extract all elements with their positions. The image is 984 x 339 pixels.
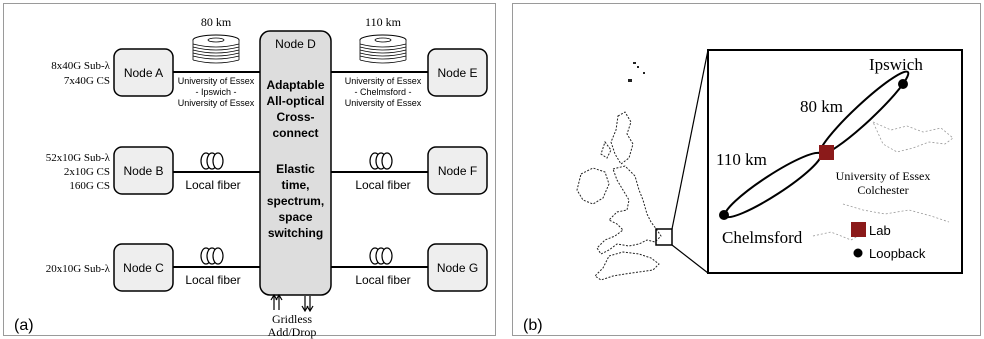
essex-label: University of Essex — [836, 169, 931, 183]
panel-a-label: (a) — [14, 317, 34, 334]
map-legend: Lab Loopback — [851, 222, 926, 261]
traffic-label: 160G CS — [69, 180, 110, 192]
traffic-label: 20x10G Sub-λ — [46, 263, 111, 275]
loopback-chelmsford — [719, 210, 729, 220]
node-a-label: Node A — [124, 66, 163, 80]
node-g-label: Node G — [437, 261, 478, 275]
traffic-label: 7x40G CS — [64, 75, 110, 87]
dist-110-label: 110 km — [716, 150, 767, 169]
route-line: University of Essex — [345, 76, 422, 86]
node-d-desc-line: connect — [272, 126, 318, 140]
node-e — [427, 48, 488, 97]
local-fiber-label: Local fiber — [355, 273, 410, 287]
fiber-spool-110km: 110 km University of Essex - Chelmsford … — [345, 15, 422, 108]
spool-distance: 110 km — [365, 15, 402, 29]
node-d-desc-line: Cross- — [276, 110, 314, 124]
dist-80-label: 80 km — [800, 97, 843, 116]
local-fiber-label: Local fiber — [185, 178, 240, 192]
panel-a-network-diagram: Node A Node B Node C Node D Adaptable Al… — [3, 3, 496, 339]
node-b — [113, 146, 174, 195]
node-d-desc-line: All-optical — [266, 94, 324, 108]
node-g — [427, 243, 488, 292]
node-d — [259, 30, 332, 296]
add-drop-label: Gridless Add/Drop — [268, 312, 317, 339]
node-b-label: Node B — [123, 164, 163, 178]
local-fiber-labels: Local fiber Local fiber Local fiber Loca… — [185, 178, 410, 287]
node-d-desc-line: switching — [268, 226, 323, 240]
node-d-desc-line: spectrum, — [267, 194, 324, 208]
fiber-links — [173, 71, 428, 268]
route-line: University of Essex — [178, 76, 255, 86]
fiber-coil-icon — [369, 152, 393, 170]
node-d-label: Node D — [275, 37, 316, 51]
inset-connector-line — [671, 244, 709, 274]
traffic-label: 2x10G CS — [64, 166, 110, 178]
inset-connector-line — [671, 49, 709, 230]
spool-distance: 80 km — [201, 15, 232, 29]
map-svg: Ipswich 80 km 110 km Chelmsford Universi… — [523, 49, 963, 334]
ipswich-label: Ipswich — [869, 55, 923, 74]
node-d-desc-line: Adaptable — [266, 78, 324, 92]
uk-map-outline — [576, 111, 662, 281]
add-drop-line: Add/Drop — [268, 325, 317, 339]
node-d-description: Adaptable All-optical Cross- connect Ela… — [266, 78, 324, 240]
lab-marker — [819, 145, 834, 160]
node-f — [427, 146, 488, 195]
traffic-labels: 8x40G Sub-λ 7x40G CS 52x10G Sub-λ 2x10G … — [46, 60, 111, 275]
inset-locator-box — [655, 228, 673, 246]
route-line: University of Essex — [345, 98, 422, 108]
local-fiber-label: Local fiber — [185, 273, 240, 287]
legend-lab-swatch — [851, 222, 866, 237]
traffic-label: 52x10G Sub-λ — [46, 152, 111, 164]
spool-route: University of Essex - Ipswich - Universi… — [178, 76, 255, 108]
node-c — [113, 243, 174, 292]
route-line: - Ipswich - — [195, 87, 236, 97]
chelmsford-label: Chelmsford — [722, 228, 803, 247]
node-c-label: Node C — [123, 261, 164, 275]
uk-map-islands — [628, 62, 645, 82]
local-fiber-coils — [200, 152, 393, 265]
node-e-label: Node E — [437, 66, 477, 80]
spool-route: University of Essex - Chelmsford - Unive… — [345, 76, 422, 108]
legend-lab-label: Lab — [869, 223, 891, 238]
local-fiber-label: Local fiber — [355, 178, 410, 192]
panel-b-map: Ipswich 80 km 110 km Chelmsford Universi… — [512, 3, 981, 336]
network-svg: Node A Node B Node C Node D Adaptable Al… — [14, 15, 488, 339]
fiber-coil-icon — [200, 247, 224, 265]
fiber-spool-80km: 80 km University of Essex - Ipswich - Un… — [178, 15, 255, 108]
loopback-ipswich — [898, 79, 908, 89]
colchester-label: Colchester — [857, 183, 908, 197]
traffic-label: 8x40G Sub-λ — [51, 60, 110, 72]
legend-loopback-dot — [853, 248, 863, 258]
node-d-desc-line: Elastic — [276, 162, 315, 176]
route-line: University of Essex — [178, 98, 255, 108]
node-f-label: Node F — [438, 164, 477, 178]
fiber-coil-icon — [369, 247, 393, 265]
panel-b-label: (b) — [523, 317, 543, 334]
zoom-map-box — [707, 49, 963, 274]
legend-loopback-label: Loopback — [869, 246, 926, 261]
node-d-desc-line: time, — [281, 178, 309, 192]
route-line: - Chelmsford - — [354, 87, 411, 97]
add-drop-line: Gridless — [272, 312, 312, 326]
node-a — [113, 48, 174, 97]
node-d-desc-line: space — [278, 210, 312, 224]
fiber-coil-icon — [200, 152, 224, 170]
add-drop-arrows-icon — [270, 293, 314, 313]
